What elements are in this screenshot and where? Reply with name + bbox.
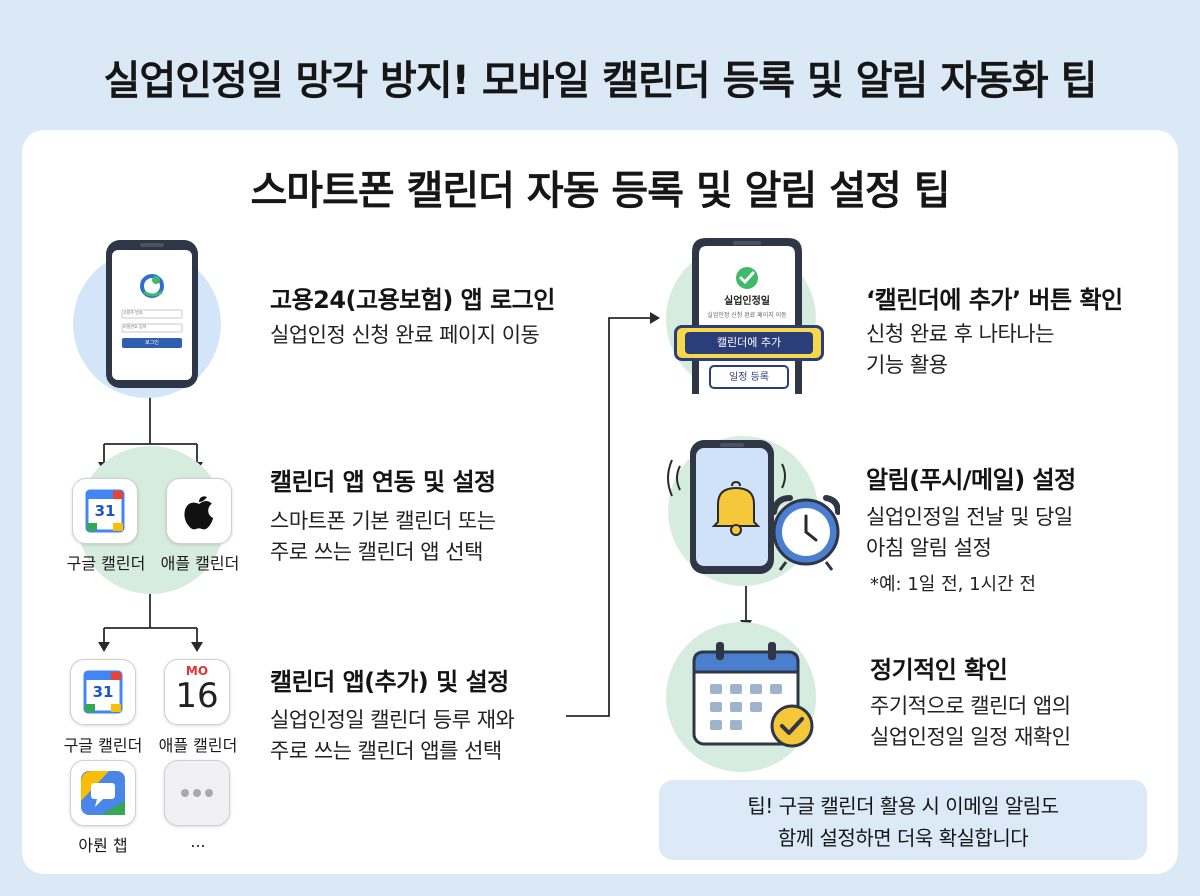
google-calendar-number: 31 [94,502,116,520]
add-step-desc-1: 실업인정일 캘린더 등루 재와 [270,708,515,732]
google-calendar-app-2[interactable]: 31 [70,659,136,725]
other-calendar-app[interactable] [70,760,136,826]
google-calendar-app[interactable]: 31 [72,478,138,544]
alarm-step-note: *예: 1일 전, 1시간 전 [870,574,1036,595]
link-step-desc-2: 주로 쓰는 캘린더 앱 선택 [270,540,483,564]
more-apps-tile[interactable] [164,760,230,826]
check-step-desc-1: 주기적으로 캘린더 앱의 [870,694,1071,718]
add-step-desc-2: 주로 쓰는 캘린더 앱를 선택 [270,739,502,763]
login-id-field[interactable]: 고용주 번호 [123,310,143,315]
confirm-phone-sub: 실업인정 신청 완료 페이지 이동 [707,312,787,319]
tip-box: 팁! 구글 캘린더 활용 시 이메일 알림도 함께 설정하면 더욱 확실합니다 [659,780,1147,860]
alarm-step-title: 알림(푸시/메일) 설정 [866,466,1076,494]
add-to-calendar-button[interactable]: 캘린더에 추가 [674,325,824,361]
google-calendar-label: 구글 캘린더 [66,554,146,573]
login-phone-icon [106,240,198,388]
check-step-desc-2: 실업인정일 일정 재확인 [870,725,1071,749]
google-calendar-number-2: 31 [92,683,114,701]
google-calendar-icon [83,670,123,714]
section-title: 스마트폰 캘린더 자동 등록 및 알림 설정 팁 [250,168,950,214]
confirm-step-desc-1: 신청 완료 후 나타나는 [866,322,1054,346]
confirm-step-title: ‘캘린더에 추가’ 버튼 확인 [866,286,1123,314]
link-step-desc-1: 스마트폰 기본 캘린더 또는 [270,509,496,533]
apple-calendar-label-2: 애플 캘린더 [158,736,238,755]
confirm-phone-title: 실업인정일 [724,296,770,307]
other-app-label: 아뤈 챕 [78,836,128,855]
tip-line-1: 팁! 구글 캘린더 활용 시 이메일 알림도 [747,794,1059,818]
more-apps-label: ... [190,832,206,851]
register-schedule-button[interactable]: 일정 등록 [729,372,769,383]
more-dots-icon [181,789,213,797]
tip-line-2: 함께 설정하면 더욱 확실합니다 [777,826,1029,850]
login-step-title: 고용24(고용보험) 앱 로그인 [270,286,555,314]
apple-calendar-date: 16 [175,676,219,716]
google-calendar-label-2: 구글 캘린더 [63,736,143,755]
alarm-step-desc-2: 아침 알림 설정 [866,536,992,560]
page-title: 실업인정일 망각 방지! 모바일 캘린더 등록 및 알림 자동화 팁 [103,58,1098,104]
apple-calendar-label: 애플 캘린더 [160,554,240,573]
calendar-check-icon [692,642,814,748]
add-to-calendar-label: 캘린더에 추가 [685,332,813,354]
apple-logo-icon [184,496,213,530]
confirm-step-desc-2: 기능 활용 [866,353,948,377]
apple-calendar-app[interactable] [166,478,232,544]
chat-app-icon [81,771,125,815]
apple-calendar-day: MO [185,664,209,678]
login-pw-field[interactable]: 비밀번호 입력 [123,324,147,329]
add-step-title: 캘린더 앱(추가) 및 설정 [270,668,509,696]
login-button[interactable]: 로그인 [145,340,159,346]
alarm-step-desc-1: 실업인정일 전날 및 당일 [866,505,1073,529]
google-calendar-icon [85,489,125,533]
apple-calendar-app-2[interactable]: MO 16 [164,659,230,725]
login-step-desc: 실업인정 신청 완료 페이지 이동 [270,323,540,347]
check-step-title: 정기적인 확인 [870,656,1008,684]
link-step-title: 캘린더 앱 연동 및 설정 [270,468,496,496]
alarm-illustration [667,440,840,574]
